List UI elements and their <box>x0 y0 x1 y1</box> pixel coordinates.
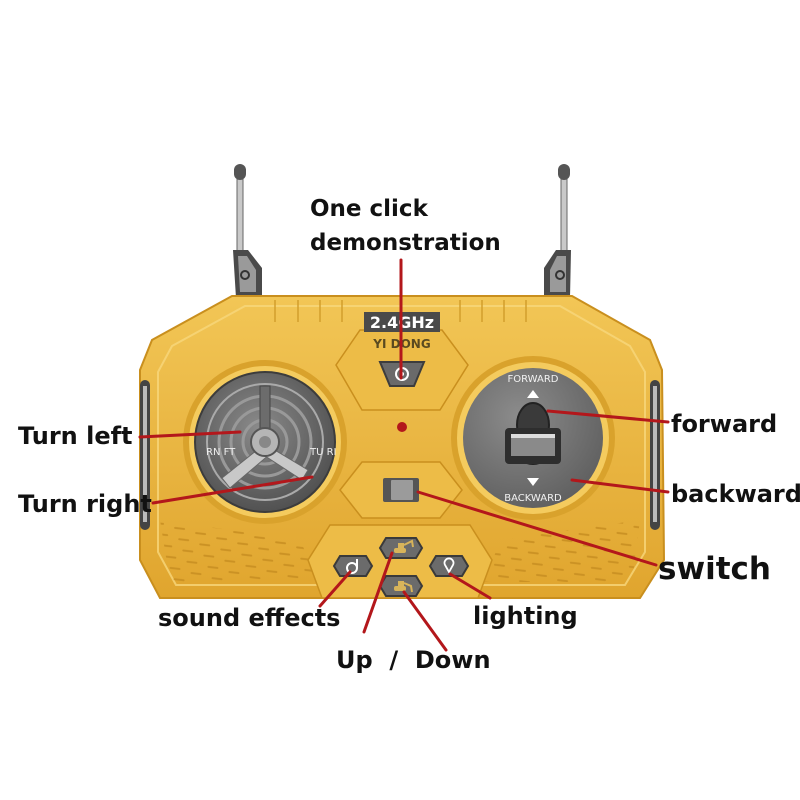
dial-right-text: TU RI <box>309 447 337 458</box>
throttle-dial[interactable]: FORWARD BACKWARD <box>451 356 615 520</box>
label-forward: forward <box>671 410 778 438</box>
up-button[interactable] <box>378 537 424 559</box>
label-lighting: lighting <box>473 602 578 630</box>
lightbulb-icon <box>443 557 455 574</box>
callout-lighting <box>448 572 492 600</box>
label-turn-left: Turn left <box>18 422 133 450</box>
power-led <box>397 422 407 432</box>
label-demo-line2: demonstration <box>310 230 501 256</box>
backward-text: BACKWARD <box>504 493 562 504</box>
right-antenna <box>544 164 571 298</box>
callout-switch <box>416 490 658 567</box>
label-switch: switch <box>658 551 771 587</box>
callout-sound <box>318 570 352 608</box>
callout-lines <box>138 258 670 652</box>
left-antenna <box>233 164 262 298</box>
right-grip <box>650 380 660 530</box>
excavator-down-icon <box>394 581 413 593</box>
label-demonstration: One click demonstration <box>310 192 501 260</box>
label-demo-line1: One click <box>310 196 428 222</box>
down-button[interactable] <box>378 575 424 597</box>
dial-left-text: RN FT <box>206 447 236 458</box>
callout-turn-left <box>138 430 242 439</box>
label-turn-right: Turn right <box>18 490 152 518</box>
mode-switch[interactable] <box>383 478 419 502</box>
callout-up <box>362 551 394 634</box>
label-backward: backward <box>671 480 800 508</box>
up-arrow-icon <box>527 390 539 398</box>
label-sound-effects: sound effects <box>158 604 341 632</box>
forward-text: FORWARD <box>508 374 559 385</box>
excavator-up-icon <box>394 539 414 553</box>
music-note-icon <box>346 559 358 574</box>
callout-down <box>402 590 448 652</box>
steering-dial[interactable]: RN FT TU RI <box>183 360 347 524</box>
callout-turn-right <box>151 475 314 505</box>
sound-button[interactable] <box>332 555 374 577</box>
left-grip <box>140 380 150 530</box>
label-up-down: Up / Down <box>336 646 491 674</box>
callout-forward <box>546 409 670 424</box>
callout-backward <box>570 478 670 494</box>
lighting-button[interactable] <box>428 555 470 577</box>
down-arrow-icon <box>527 478 539 486</box>
